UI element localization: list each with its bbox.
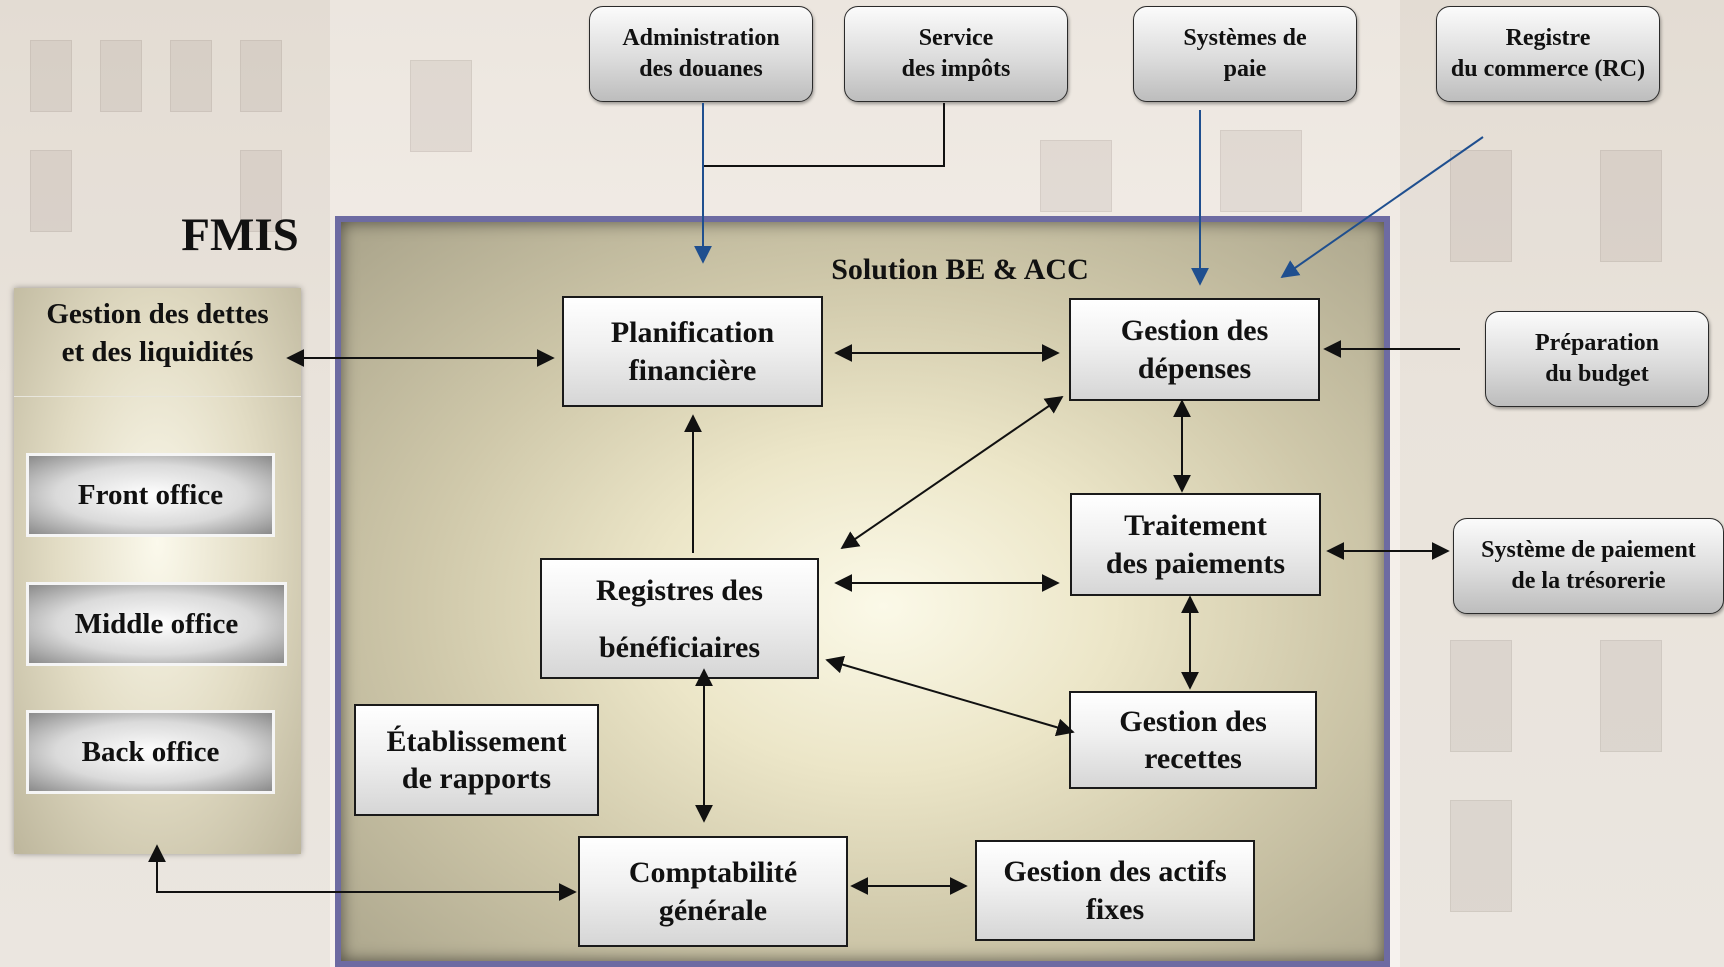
customs-administration-box: Administration des douanes [589,6,813,102]
middle-office-box: Middle office [26,582,287,666]
beneficiary-registers-box: Registres des bénéficiaires [540,558,819,679]
panel-divider [14,396,301,397]
payroll-systems-box: Systèmes de paie [1133,6,1357,102]
general-accounting-box: Comptabilité générale [578,836,848,947]
budget-preparation-box: Préparation du budget [1485,311,1709,407]
financial-planning-box: Planification financière [562,296,823,407]
customs-tax-connector [703,103,945,167]
revenue-management-box: Gestion des recettes [1069,691,1317,789]
expenditure-management-box: Gestion des dépenses [1069,298,1320,401]
solution-title: Solution BE & ACC [831,253,1089,286]
back-office-box: Back office [26,710,275,794]
front-office-box: Front office [26,453,275,537]
treasury-payment-system-box: Système de paiement de la trésorerie [1453,518,1724,614]
debt-liquidity-heading: Gestion des dettes et des liquidités [46,298,269,368]
tax-service-box: Service des impôts [844,6,1068,102]
payment-processing-box: Traitement des paiements [1070,493,1321,596]
reporting-box: Établissement de rapports [354,704,599,816]
commerce-register-box: Registre du commerce (RC) [1436,6,1660,102]
fmis-title: FMIS [181,209,299,261]
fixed-assets-box: Gestion des actifs fixes [975,840,1255,941]
